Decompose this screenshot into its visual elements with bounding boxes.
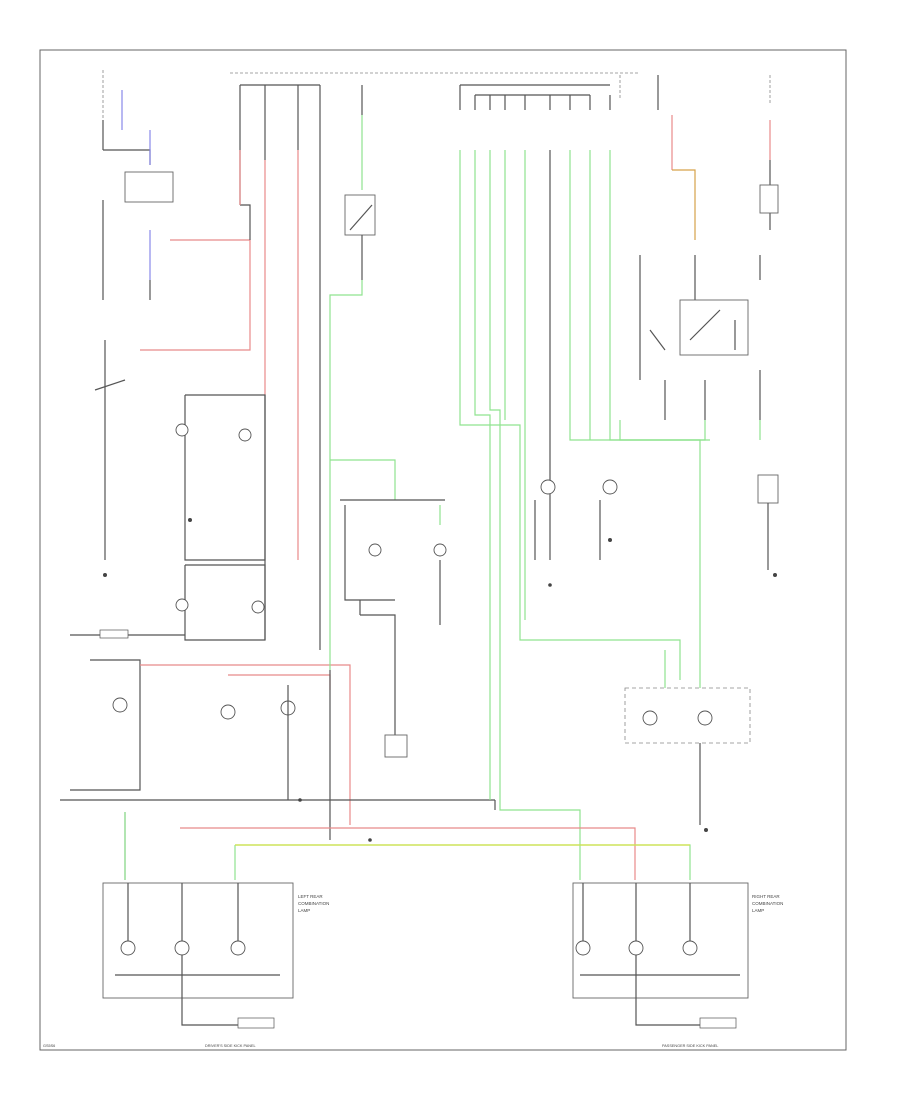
rear-harness [124, 800, 691, 880]
left-lamp-label: LEFT REAR [298, 894, 323, 899]
left-middle-lamps [60, 659, 495, 825]
svg-text:LAMP: LAMP [298, 908, 310, 913]
lamp-module-lower-left [70, 564, 266, 641]
svg-text:LAMP: LAMP [752, 908, 764, 913]
left-feed-circuit [94, 70, 251, 577]
right-top-lamp-circuit [757, 75, 779, 577]
svg-text:COMBINATION: COMBINATION [752, 901, 783, 906]
center-module [330, 459, 447, 758]
svg-text:COMBINATION: COMBINATION [298, 901, 329, 906]
svg-text:RIGHT REAR: RIGHT REAR [752, 894, 780, 899]
lamp-module-upper-left [175, 394, 266, 561]
right-feed-circuit [619, 75, 749, 441]
center-switch [329, 85, 376, 840]
diagram-frame [39, 49, 847, 1051]
center-right-lamps [534, 479, 618, 560]
footer-code: GS5S6 [43, 1044, 55, 1048]
right-rear-combination-lamp: RIGHT REAR COMBINATION LAMP [572, 882, 783, 1029]
green-signal-bundle [459, 84, 710, 880]
footer-passenger-side: PASSENGER SIDE KICK PANEL [662, 1044, 718, 1048]
footer-driver-side: DRIVER'S SIDE KICK PANEL [205, 1044, 256, 1048]
left-rear-combination-lamp: LEFT REAR COMBINATION LAMP [102, 882, 329, 1029]
license-lamp-assembly [624, 650, 751, 832]
